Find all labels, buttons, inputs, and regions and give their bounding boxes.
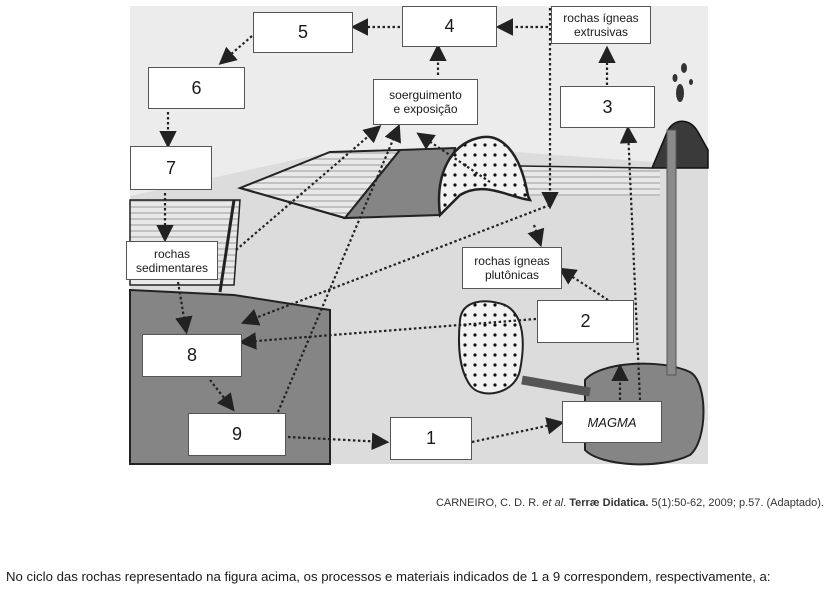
- citation-dot: .: [563, 497, 570, 509]
- magma-label: MAGMA: [587, 414, 637, 430]
- extrusivas-line-1: rochas ígneas: [563, 11, 639, 25]
- box-4-label: 4: [444, 16, 455, 36]
- box-6: 6: [148, 67, 245, 109]
- question-text: No ciclo das rochas representado na figu…: [6, 569, 771, 584]
- box-3-label: 3: [602, 96, 613, 117]
- box-2: 2: [537, 300, 634, 343]
- box-5: 5: [253, 12, 353, 53]
- extrusivas-line-2: extrusivas: [573, 25, 629, 39]
- volcano: [650, 120, 709, 169]
- citation-authors: CARNEIRO, C. D. R.: [435, 497, 543, 509]
- soerguimento-line-1: soerguimento: [389, 88, 462, 102]
- box-8-label: 8: [186, 345, 197, 365]
- box-7: 7: [130, 146, 212, 190]
- box-8: 8: [142, 334, 242, 377]
- sedimentares-line-2: sedimentares: [135, 260, 209, 275]
- box-5-label: 5: [297, 22, 308, 42]
- citation-details: 5(1):50-62, 2009; p.57. (Adaptado).: [648, 497, 824, 509]
- rock-cycle-illustration: [129, 6, 709, 466]
- box-2-label: 2: [580, 311, 591, 331]
- sedimentares-line-1: rochas: [153, 246, 191, 261]
- rock-cycle-diagram: 5 4 rochas ígneas extrusivas 6 soerguime…: [126, 6, 709, 466]
- soerguimento-line-2: e exposição: [393, 102, 458, 116]
- plutonic-dome: [437, 135, 533, 218]
- box-9: 9: [188, 413, 286, 456]
- strata-right: [520, 166, 660, 196]
- box-3: 3: [560, 86, 655, 128]
- plutonicas-line-1: rochas ígneas: [474, 254, 550, 268]
- box-rochas-sedimentares: rochas sedimentares: [126, 241, 218, 280]
- box-7-label: 7: [165, 157, 176, 178]
- box-magma: MAGMA: [562, 401, 662, 443]
- box-soerguimento: soerguimento e exposição: [373, 79, 478, 125]
- box-1: 1: [390, 417, 472, 460]
- box-1-label: 1: [425, 428, 436, 448]
- box-9-label: 9: [231, 424, 242, 444]
- citation: CARNEIRO, C. D. R. et al. Terræ Didatica…: [436, 497, 824, 509]
- box-rochas-igneas-plutonicas: rochas ígneas plutônicas: [462, 247, 562, 289]
- plutonic-body: [458, 300, 524, 395]
- plutonicas-line-2: plutônicas: [484, 268, 540, 282]
- citation-etal: et al: [542, 497, 564, 509]
- box-4: 4: [402, 6, 497, 47]
- box-6-label: 6: [191, 77, 202, 98]
- citation-journal: Terræ Didatica.: [569, 497, 649, 509]
- box-rochas-igneas-extrusivas: rochas ígneas extrusivas: [551, 6, 651, 44]
